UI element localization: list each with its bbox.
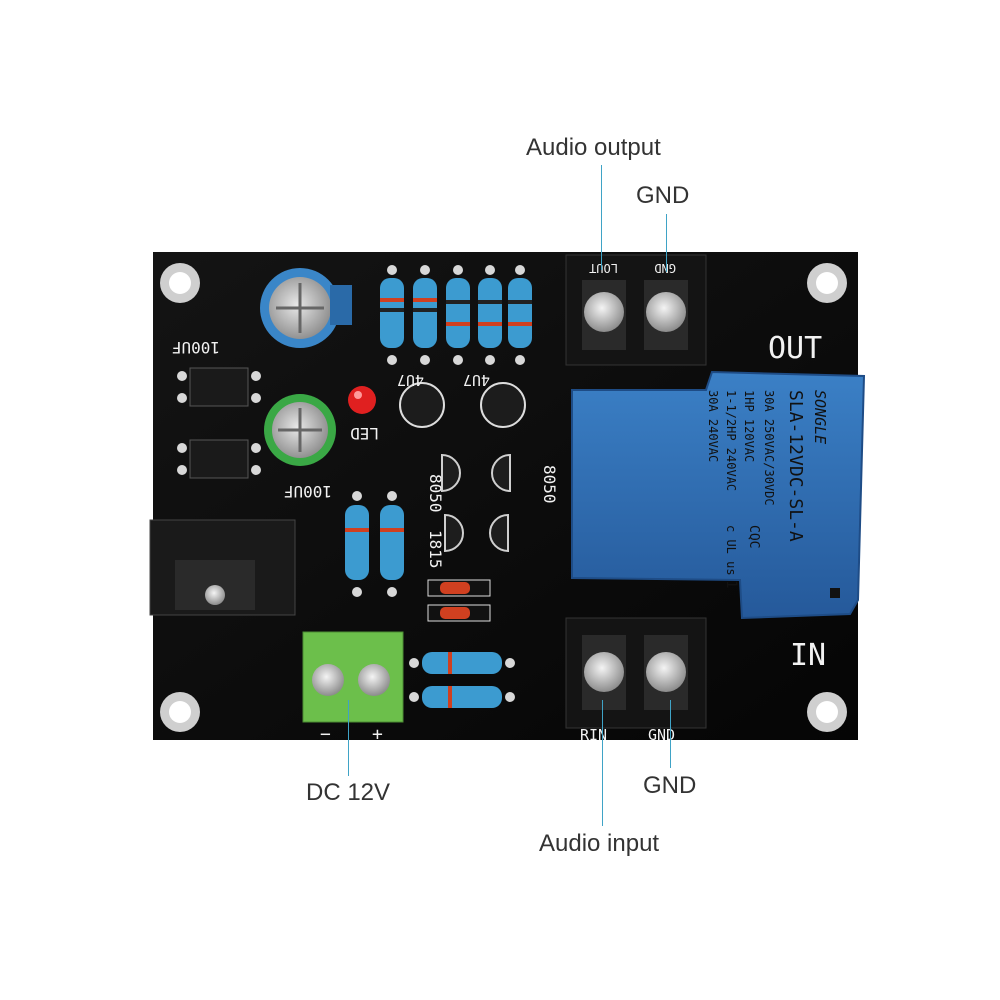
- led-label: LED: [350, 424, 379, 443]
- cap3-label: 4U7: [397, 371, 424, 389]
- in-label: IN: [790, 638, 826, 673]
- terminal-out-2-label: GND: [654, 261, 676, 275]
- callout-dc-12v: DC 12V: [306, 779, 391, 806]
- dc-minus-label: −: [320, 724, 331, 745]
- relay-line1: 30A 250VAC/30VDC: [762, 390, 776, 506]
- relay-markings: SLA-12VDC-SL-A 30A 250VAC/30VDC 1HP 120V…: [706, 390, 829, 588]
- lead-dc-12v: [348, 700, 349, 776]
- resistors-bottom: [409, 652, 515, 708]
- relay-num: 1: [723, 580, 739, 588]
- led-red: [348, 386, 376, 414]
- out-label: OUT: [768, 331, 822, 366]
- capacitor-green: [264, 394, 336, 466]
- diodes: [427, 579, 491, 622]
- mounting-holes: [160, 263, 847, 732]
- cap4-label: 4U7: [463, 371, 490, 389]
- small-capacitors: [399, 382, 526, 428]
- t1-label: 8050: [426, 474, 445, 513]
- dc-terminal-block: [302, 631, 404, 723]
- terminal-out-1-label: LOUT: [589, 261, 618, 275]
- callout-audio-output: Audio output: [526, 134, 661, 161]
- out-terminal-block: [565, 254, 707, 366]
- lead-gnd-top: [666, 214, 667, 272]
- transistors: [441, 453, 511, 553]
- relay-line3: 1-1/2HP 240VAC: [724, 390, 738, 491]
- callout-audio-input: Audio input: [539, 830, 660, 857]
- heatsink-regulator: [149, 519, 296, 616]
- terminal-in-1-label: RIN: [580, 726, 607, 744]
- cap1-label: 100UF: [172, 338, 220, 357]
- lead-audio-output: [601, 165, 602, 270]
- lead-gnd-bottom: [670, 700, 671, 768]
- callout-gnd-top: GND: [636, 182, 690, 209]
- opto-chips: [177, 367, 261, 479]
- cap2-label: 100UF: [284, 482, 332, 501]
- relay-brand: SONGLE: [811, 390, 829, 444]
- resistors-top: [380, 265, 532, 365]
- lead-audio-input: [602, 700, 603, 826]
- resistors-middle: [345, 491, 404, 597]
- callout-gnd-bottom: GND: [643, 772, 697, 799]
- relay: [571, 370, 866, 620]
- in-terminal-block: [565, 617, 707, 729]
- relay-ul: c UL us: [724, 525, 738, 576]
- relay-model: SLA-12VDC-SL-A: [785, 390, 806, 542]
- dc-plus-label: +: [372, 724, 383, 745]
- capacitor-blue: [260, 268, 352, 348]
- relay-line4: 30A 240VAC: [706, 390, 720, 462]
- relay-cqc: CQC: [746, 525, 761, 548]
- t2-label: 8050: [540, 465, 559, 504]
- relay-line2: 1HP 120VAC: [742, 390, 756, 462]
- t3-label: 1815: [426, 530, 445, 569]
- terminal-in-2-label: GND: [648, 726, 675, 744]
